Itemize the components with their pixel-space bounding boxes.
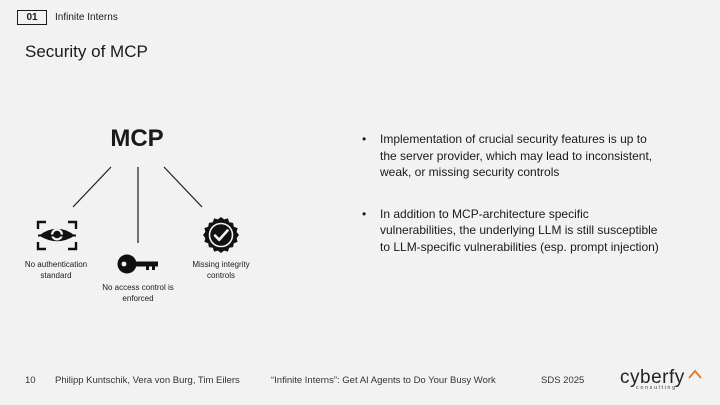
logo-accent-mark <box>688 369 702 379</box>
caption-no-authentication: No authentication standard <box>24 260 88 280</box>
key-icon <box>117 254 158 274</box>
page-title: Security of MCP <box>25 42 148 61</box>
caption-missing-integrity: Missing integrity controls <box>192 260 250 280</box>
footer-page-number: 10 <box>25 375 36 386</box>
bullet-item: • In addition to MCP-architecture specif… <box>362 206 662 256</box>
footer-authors: Philipp Kuntschik, Vera von Burg, Tim Ei… <box>55 375 240 386</box>
connector-left <box>72 166 112 208</box>
section-title: Infinite Interns <box>55 12 118 23</box>
bullet-marker: • <box>362 132 367 146</box>
bullet-marker: • <box>362 206 367 221</box>
cyberfy-logo: cyberfy consulting <box>620 367 702 391</box>
eye-scan-icon <box>36 220 78 251</box>
verified-badge-icon <box>203 217 239 253</box>
footer-talk-title: “Infinite Interns”: Get AI Agents to Do … <box>271 375 496 386</box>
bullet-text: In addition to MCP-architecture specific… <box>380 206 659 254</box>
bullet-item: • Implementation of crucial security fea… <box>362 131 662 181</box>
logo-tagline: consulting <box>635 385 677 391</box>
bullet-list: • Implementation of crucial security fea… <box>362 131 662 255</box>
section-number-box: 01 <box>17 10 47 25</box>
logo-wordmark: cyberfy <box>620 367 685 388</box>
footer-event: SDS 2025 <box>541 375 585 386</box>
connector-right <box>163 166 203 208</box>
mcp-center-label: MCP <box>110 125 164 152</box>
bullet-text: Implementation of crucial security featu… <box>380 132 653 179</box>
caption-no-access-control: No access control is enforced <box>102 283 174 303</box>
